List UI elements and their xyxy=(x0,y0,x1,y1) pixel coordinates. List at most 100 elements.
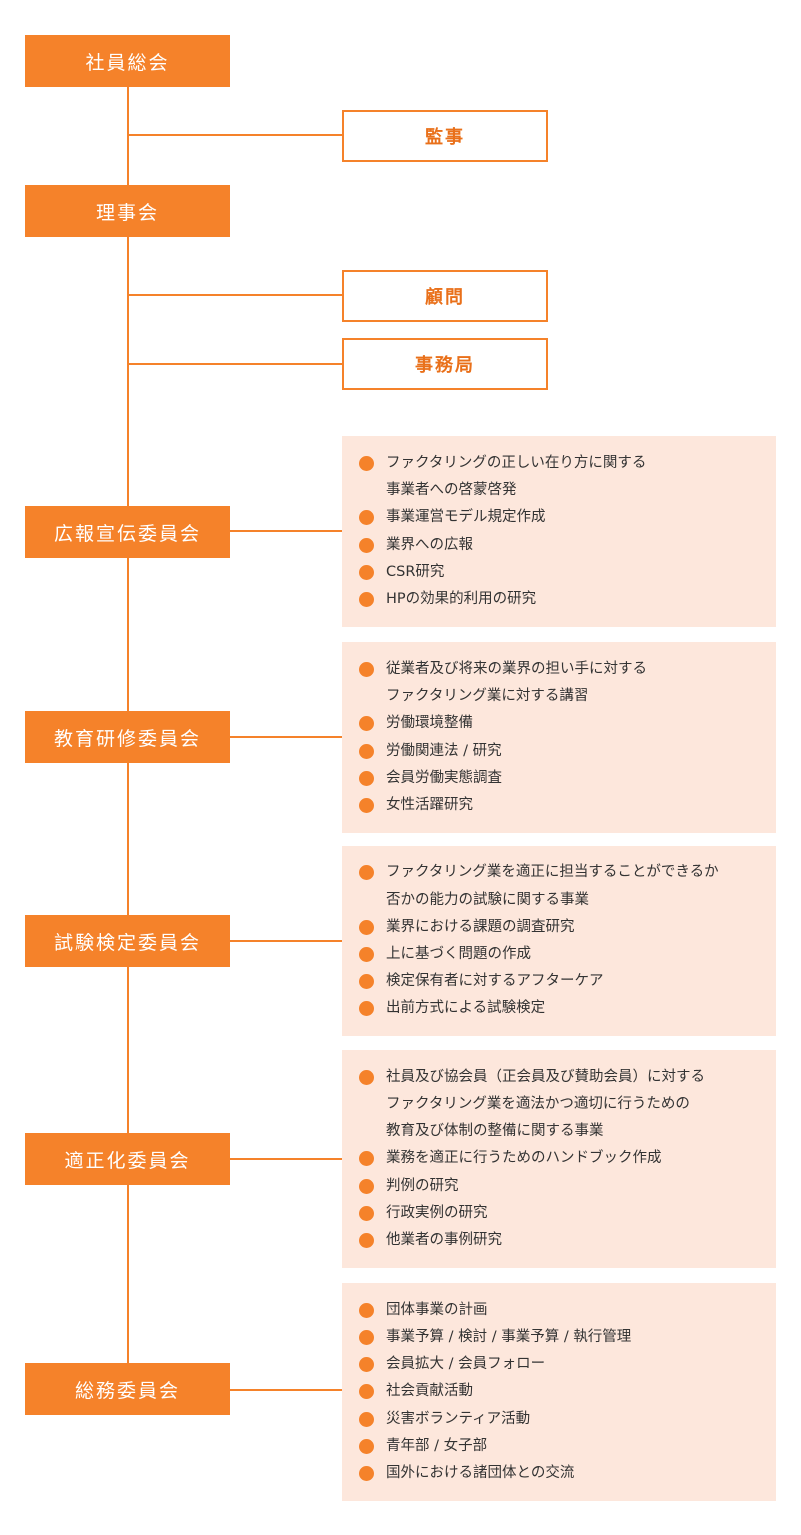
duty-text: 労働関連法 / 研究 xyxy=(386,742,502,759)
bullet-icon xyxy=(359,1357,374,1373)
connector-committee-exam xyxy=(230,940,342,942)
node-board: 理事会 xyxy=(25,185,230,237)
connector-committee-education xyxy=(230,736,342,738)
node-committee-compliance: 適正化委員会 xyxy=(25,1133,230,1185)
duty-text: 業界における課題の調査研究 xyxy=(386,918,575,935)
bullet-icon xyxy=(359,1069,374,1085)
duty-text: ファクタリングの正しい在り方に関する xyxy=(386,454,647,471)
node-label: 広報宣伝委員会 xyxy=(53,522,201,545)
node-label: 教育研修委員会 xyxy=(53,727,201,750)
duty-text: 社会貢献活動 xyxy=(386,1383,473,1400)
duty-item: 青年部 / 女子部 xyxy=(359,1433,756,1460)
node-label: 理事会 xyxy=(95,201,159,224)
node-committee-education: 教育研修委員会 xyxy=(25,711,230,763)
bullet-icon xyxy=(359,455,374,471)
duty-item: ファクタリングの正しい在り方に関する事業者への啓蒙啓発 xyxy=(359,450,756,504)
duty-item: 事業運営モデル規定作成 xyxy=(359,504,756,531)
duty-text: 団体事業の計画 xyxy=(386,1301,488,1318)
duty-list: ファクタリングの正しい在り方に関する事業者への啓蒙啓発 事業運営モデル規定作成 … xyxy=(359,450,756,613)
bullet-icon xyxy=(359,947,374,962)
node-label: 監事 xyxy=(425,127,465,148)
duty-text: 事業予算 / 検討 / 事業予算 / 執行管理 xyxy=(386,1328,632,1345)
duty-text: 業務を適正に行うためのハンドブック作成 xyxy=(386,1150,662,1167)
node-general-assembly: 社員総会 xyxy=(25,35,230,87)
duty-item: 出前方式による試験検定 xyxy=(359,995,756,1022)
panel-committee-compliance: 社員及び協会員（正会員及び賛助会員）に対するファクタリング業を適法かつ適切に行う… xyxy=(342,1050,776,1268)
duty-text: 従業者及び将来の業界の担い手に対する xyxy=(386,660,647,677)
node-label: 試験検定委員会 xyxy=(53,931,201,954)
connector-advisor xyxy=(128,294,342,296)
trunk-line-main xyxy=(127,237,129,1365)
duty-text: ファクタリング業を適正に担当することができるか xyxy=(386,864,719,881)
connector-committee-compliance xyxy=(230,1158,342,1160)
connector-committee-general-affairs xyxy=(230,1389,342,1391)
node-label: 適正化委員会 xyxy=(64,1149,191,1172)
duty-item: 他業者の事例研究 xyxy=(359,1227,756,1254)
duty-text: 検定保有者に対するアフターケア xyxy=(386,973,604,990)
duty-item: CSR研究 xyxy=(359,559,756,586)
node-label: 総務委員会 xyxy=(74,1379,180,1402)
bullet-icon xyxy=(359,1302,374,1318)
connector-secretariat xyxy=(128,363,342,365)
bullet-icon xyxy=(359,743,374,759)
duty-text: 会員拡大 / 会員フォロー xyxy=(386,1356,546,1373)
bullet-icon xyxy=(359,770,374,786)
duty-list: ファクタリング業を適正に担当することができるか否かの能力の試験に関する事業 業界… xyxy=(359,859,756,1022)
duty-text: ファクタリング業を適法かつ適切に行うための xyxy=(386,1095,690,1112)
duty-item: 労働環境整備 xyxy=(359,710,756,737)
duty-text: 労働環境整備 xyxy=(386,715,473,732)
duty-item: 団体事業の計画 xyxy=(359,1297,756,1324)
node-committee-general-affairs: 総務委員会 xyxy=(25,1363,230,1415)
bullet-icon xyxy=(359,537,374,553)
duty-text: ファクタリング業に対する講習 xyxy=(386,688,589,705)
panel-committee-exam: ファクタリング業を適正に担当することができるか否かの能力の試験に関する事業 業界… xyxy=(342,846,776,1036)
duty-item: 業界への広報 xyxy=(359,532,756,559)
duty-item: 労働関連法 / 研究 xyxy=(359,738,756,765)
duty-list: 従業者及び将来の業界の担い手に対するファクタリング業に対する講習 労働環境整備 … xyxy=(359,656,756,819)
duty-text: 青年部 / 女子部 xyxy=(386,1437,488,1454)
node-advisor: 顧問 xyxy=(342,270,548,322)
duty-list: 社員及び協会員（正会員及び賛助会員）に対するファクタリング業を適法かつ適切に行う… xyxy=(359,1064,756,1254)
duty-item: 社員及び協会員（正会員及び賛助会員）に対するファクタリング業を適法かつ適切に行う… xyxy=(359,1064,756,1146)
duty-item: 事業予算 / 検討 / 事業予算 / 執行管理 xyxy=(359,1324,756,1351)
duty-text: 女性活躍研究 xyxy=(386,796,473,813)
panel-committee-education: 従業者及び将来の業界の担い手に対するファクタリング業に対する講習 労働環境整備 … xyxy=(342,642,776,833)
bullet-icon xyxy=(359,1233,374,1248)
bullet-icon xyxy=(359,974,374,990)
panel-committee-general-affairs: 団体事業の計画 事業予算 / 検討 / 事業予算 / 執行管理 会員拡大 / 会… xyxy=(342,1283,776,1501)
duty-text: 行政実例の研究 xyxy=(386,1204,488,1221)
duty-item: ファクタリング業を適正に担当することができるか否かの能力の試験に関する事業 xyxy=(359,859,756,913)
duty-text: 災害ボランティア活動 xyxy=(386,1410,531,1427)
connector-auditor xyxy=(128,134,342,136)
panel-committee-pr: ファクタリングの正しい在り方に関する事業者への啓蒙啓発 事業運営モデル規定作成 … xyxy=(342,436,776,627)
duty-item: 上に基づく問題の作成 xyxy=(359,941,756,968)
duty-item: 検定保有者に対するアフターケア xyxy=(359,968,756,995)
connector-committee-pr xyxy=(230,530,342,532)
node-label: 社員総会 xyxy=(85,51,170,74)
node-label: 事務局 xyxy=(415,355,475,376)
duty-text: 業界への広報 xyxy=(386,536,473,553)
node-committee-pr: 広報宣伝委員会 xyxy=(25,506,230,558)
duty-text: 国外における諸団体との交流 xyxy=(386,1465,575,1481)
duty-item: 業務を適正に行うためのハンドブック作成 xyxy=(359,1145,756,1172)
duty-item: 国外における諸団体との交流 xyxy=(359,1460,756,1487)
duty-item: 判例の研究 xyxy=(359,1173,756,1200)
duty-text: 会員労働実態調査 xyxy=(386,769,502,786)
bullet-icon xyxy=(359,1178,374,1194)
duty-text: 上に基づく問題の作成 xyxy=(386,946,531,962)
bullet-icon xyxy=(359,716,374,732)
duty-item: 行政実例の研究 xyxy=(359,1200,756,1227)
bullet-icon xyxy=(359,797,374,813)
duty-item: 災害ボランティア活動 xyxy=(359,1406,756,1433)
duty-text: 他業者の事例研究 xyxy=(386,1232,502,1248)
bullet-icon xyxy=(359,564,374,580)
duty-item: 従業者及び将来の業界の担い手に対するファクタリング業に対する講習 xyxy=(359,656,756,710)
node-label: 顧問 xyxy=(425,287,465,308)
bullet-icon xyxy=(359,1466,374,1481)
bullet-icon xyxy=(359,1438,374,1454)
trunk-line-top xyxy=(127,87,129,185)
duty-item: 会員拡大 / 会員フォロー xyxy=(359,1351,756,1378)
node-auditor: 監事 xyxy=(342,110,548,162)
duty-item: 会員労働実態調査 xyxy=(359,765,756,792)
duty-item: HPの効果的利用の研究 xyxy=(359,586,756,613)
